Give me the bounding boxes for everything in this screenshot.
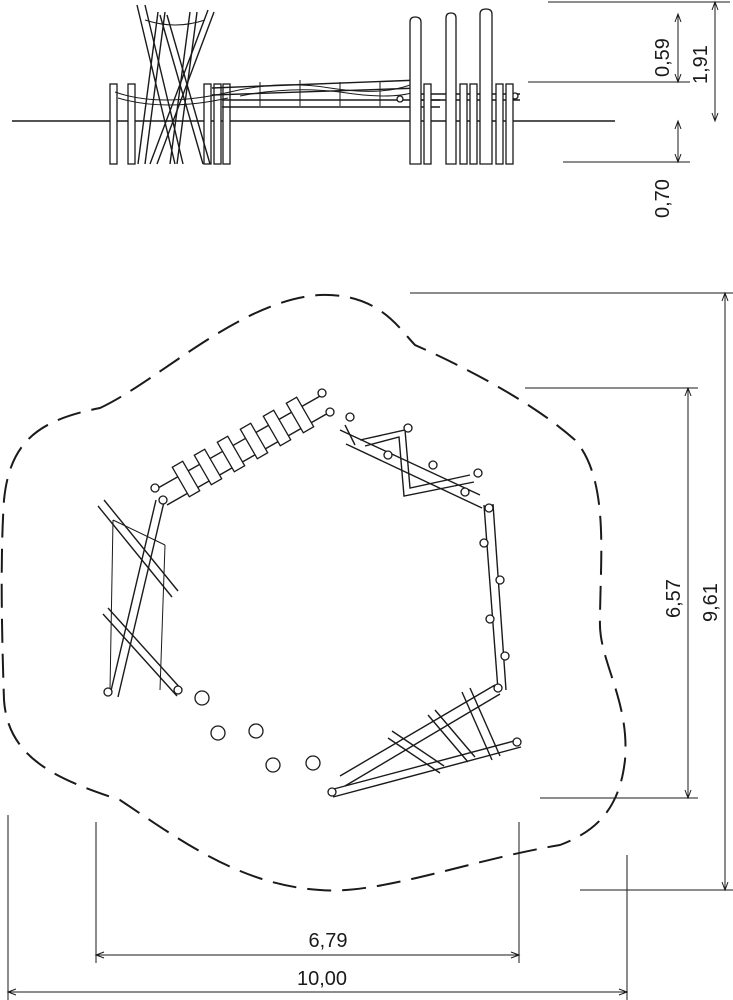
plan-right-beam — [479, 503, 510, 691]
elevation-right-posts — [409, 8, 514, 165]
plan-zigzag-rope — [339, 412, 483, 509]
dim-plan-depth-outer: 9,61 — [700, 583, 722, 622]
dim-depth: 0,70 — [652, 179, 674, 218]
plan-dimensions: 6,57 9,61 6,79 10,00 — [6, 291, 733, 1000]
dim-height-top: 0,59 — [652, 38, 674, 77]
plan-ladder-bridge — [150, 388, 335, 506]
plan-stumps — [194, 690, 321, 773]
dim-plan-width-outer: 10,00 — [297, 968, 347, 990]
elevation-left-posts — [109, 4, 231, 165]
plan-left-frame — [97, 495, 183, 698]
elevation-dimensions: 0,59 1,91 0,70 — [528, 0, 730, 218]
dim-plan-depth-inner: 6,57 — [663, 579, 685, 618]
dim-height-total: 1,91 — [690, 45, 712, 84]
plan-view: 6,57 9,61 6,79 10,00 — [0, 291, 733, 1000]
safety-area-outline — [0, 293, 627, 892]
plan-bottom-frame — [327, 683, 522, 798]
dim-plan-width-inner: 6,79 — [309, 930, 348, 952]
side-elevation: 0,59 1,91 0,70 — [12, 0, 730, 218]
